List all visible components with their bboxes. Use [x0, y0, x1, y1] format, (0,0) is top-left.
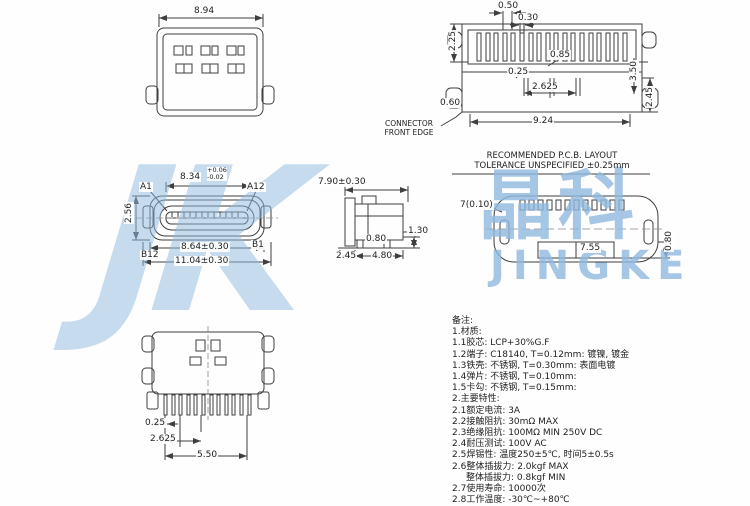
dim-sideview-480: 4.80	[371, 251, 394, 261]
label-pin-a12: A12	[246, 182, 266, 192]
note-line: 2.2接触阻抗: 30mΩ MAX	[452, 416, 559, 427]
dim-pcbview-7-010: 7(0.10)	[459, 200, 494, 210]
dim-sideview-depth: 7.90±0.30	[317, 177, 367, 187]
dim-frontview-085: 0.85	[549, 50, 572, 60]
note-line: 1.4弹片: 不锈钢, T=0.10mm:	[452, 372, 577, 383]
tolerance-plus: +0.06	[207, 166, 227, 174]
note-line: 1.3铁壳: 不锈钢, T=0.30mm: 表面电镀	[452, 360, 616, 371]
dim-frontview-350: 3.50	[629, 59, 640, 83]
note-line: 1.1胶芯: LCP+30%G.F	[452, 338, 550, 349]
pcb-layout-note: RECOMMENDED P.C.B. LAYOUT TOLERANCE UNSP…	[452, 151, 652, 171]
note-line: 2.7使用寿命: 10000次	[452, 484, 546, 495]
dim-topview-width: 8.94	[193, 6, 216, 16]
bottom-view-drawing	[141, 326, 275, 460]
notes-title: 备注:	[452, 316, 474, 326]
pcb-layout-drawing	[486, 195, 670, 263]
dim-frontview-245: 2.45	[645, 85, 656, 109]
dim-frontview-width: 9.24	[532, 116, 555, 126]
dim-pcbview-080: 0.80	[664, 229, 675, 253]
front-edge-line1: CONNECTOR	[384, 119, 434, 128]
dim-sideview-080: 0.80	[365, 234, 388, 244]
dim-frontview-height-upper: 2.25	[448, 29, 459, 53]
note-line: 2.1额定电流: 3A	[452, 405, 521, 416]
dim-sideview-245: 2.45	[335, 251, 358, 261]
dim-sideview-130: 1.30	[407, 226, 430, 236]
note-line: 2.5焊锡性: 温度250±5℃, 时间5±0.5s	[452, 450, 614, 461]
note-line: 1.材质:	[452, 327, 482, 338]
dim-frontview-pitch: 0.50	[497, 1, 520, 11]
pcb-note-line1: RECOMMENDED P.C.B. LAYOUT	[486, 151, 618, 161]
dim-faceview-shell-width: 8.64±0.30	[180, 242, 230, 252]
top-view-drawing	[145, 14, 275, 117]
label-pin-b1: B1	[251, 240, 265, 250]
front-edge-line2: FRONT EDGE	[384, 127, 434, 137]
note-line: 2.8工作温度: -30℃~+80℃	[452, 495, 570, 506]
dim-frontview-025: 0.25	[507, 67, 530, 77]
note-line: 2.6整体插拔力: 2.0kgf MAX	[452, 461, 569, 472]
dim-faceview-tolerance: +0.06 -0.02	[207, 167, 227, 181]
note-line: 2.4耐压测试: 100V AC	[452, 439, 547, 450]
notes-block: 备注: 1.材质: 1.1胶芯: LCP+30%G.F 1.2端子: C1814…	[452, 316, 629, 506]
dim-faceview-height: 2.56	[124, 201, 135, 225]
pcb-note-line2: TOLERANCE UNSPECIFIED ±0.25mm	[474, 161, 630, 171]
dim-frontview-pin-width: 0.30	[517, 13, 540, 23]
dim-frontview-2625: 2.625	[531, 82, 559, 92]
label-pin-b12: B12	[140, 250, 160, 260]
tolerance-minus: -0.02	[207, 173, 224, 181]
connector-front-edge-label: CONNECTOR FRONT EDGE	[376, 119, 442, 137]
dim-bottomview-550: 5.50	[196, 450, 219, 460]
dim-faceview-overall-width: 11.04±0.30	[174, 256, 230, 266]
note-line: 2.3绝缘阻抗: 100MΩ MIN 250V DC	[452, 428, 603, 439]
dim-bottomview-025: 0.25	[144, 418, 167, 428]
front-view-drawing	[440, 10, 659, 127]
side-view-drawing	[338, 186, 420, 259]
dim-pcbview-755: 7.55	[579, 243, 602, 253]
dim-frontview-060: 0.60	[439, 98, 462, 108]
note-line: 1.5卡勾: 不锈钢, T=0.15mm:	[452, 383, 577, 394]
dim-faceview-tongue-width: 8.34	[179, 172, 202, 182]
note-line: 2.主要特性:	[452, 394, 500, 405]
note-line: 整体插拔力: 0.8kgf MIN	[466, 472, 566, 483]
label-pin-a1: A1	[139, 182, 153, 192]
dim-bottomview-2625: 2.625	[149, 434, 177, 444]
note-line: 1.2端子: C18140, T=0.12mm: 镀镍, 镀金	[452, 349, 630, 360]
